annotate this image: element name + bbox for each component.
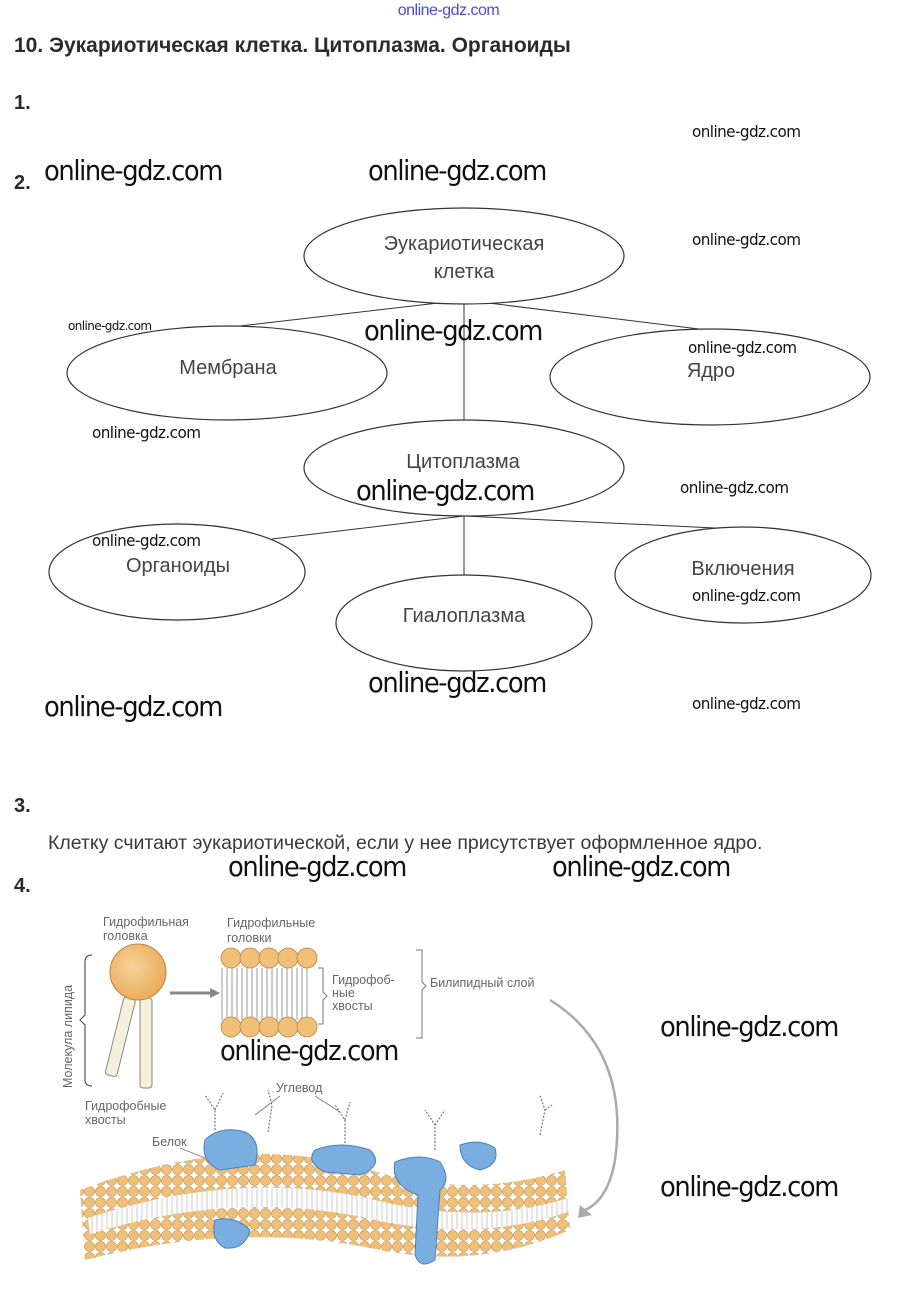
- node-root-label-line2: клетка: [434, 261, 495, 283]
- node-root-label-line1: Эукариотическая: [384, 233, 545, 255]
- protein-2: [311, 1144, 377, 1176]
- node-nucleus-label: Ядро: [687, 360, 735, 382]
- watermark: online-gdz.com: [92, 531, 201, 550]
- node-cytoplasm-label: Цитоплазма: [406, 451, 520, 473]
- watermark: online-gdz.com: [692, 230, 801, 249]
- watermark: online-gdz.com: [368, 154, 547, 187]
- label-protein: Белок: [152, 1135, 187, 1149]
- protein-1-bottom: [213, 1218, 251, 1249]
- mini-bilayer: [220, 947, 318, 1038]
- watermark: online-gdz.com: [68, 319, 152, 333]
- watermark: online-gdz.com: [660, 1170, 839, 1203]
- watermark: online-gdz.com: [92, 423, 201, 442]
- page-title: 10. Эукариотическая клетка. Цитоплазма. …: [14, 34, 571, 57]
- question-number-4: 4.: [14, 875, 31, 897]
- tails-bracket: [318, 967, 328, 1025]
- watermark: online-gdz.com: [228, 850, 407, 883]
- watermark: online-gdz.com: [552, 850, 731, 883]
- label-pointer-lines: [179, 1095, 341, 1159]
- single-lipid-molecule: [104, 943, 167, 1089]
- label-hydrophobic-tails-3: хвосты: [332, 999, 373, 1013]
- question-number-2: 2.: [14, 172, 31, 194]
- node-inclusions-ellipse: [614, 526, 872, 624]
- question-number-1: 1.: [14, 92, 31, 114]
- node-root-ellipse: [303, 207, 625, 305]
- node-organoids-label: Органоиды: [126, 555, 230, 577]
- node-organoids-ellipse: [48, 523, 306, 621]
- watermark: online-gdz.com: [368, 666, 547, 699]
- node-hyaloplasm-label: Гиалоплазма: [403, 605, 526, 627]
- membrane-bilayer: [80, 1154, 570, 1260]
- site-watermark-link[interactable]: online-gdz.com: [397, 2, 500, 19]
- arrow-icon: [170, 988, 220, 998]
- watermark: online-gdz.com: [692, 586, 801, 605]
- label-hydrophilic-heads-2: головки: [227, 931, 271, 945]
- label-bilipid-layer: Билипидный слой: [430, 976, 534, 990]
- label-lipid-molecule: Молекула липида: [61, 985, 75, 1088]
- watermark: online-gdz.com: [44, 154, 223, 187]
- curved-arrow-icon: [549, 998, 619, 1212]
- answer-3-text: Клетку считают эукариотической, если у н…: [48, 832, 763, 854]
- carbohydrate-chains: [204, 1089, 553, 1150]
- protein-1: [203, 1129, 258, 1171]
- connector-cytoplasm-organoids: [271, 515, 465, 540]
- label-hydrophilic-head-1: Гидрофильная: [103, 915, 189, 929]
- watermark: online-gdz.com: [220, 1034, 399, 1067]
- membrane-structure-figure: Гидрофильная головка Гидрофильные головк…: [61, 915, 619, 1265]
- watermark: online-gdz.com: [692, 694, 801, 713]
- node-hyaloplasm-ellipse: [335, 574, 593, 672]
- connector-root-membrane: [239, 299, 465, 327]
- label-hydrophobic-tails-single-2: хвосты: [85, 1113, 126, 1127]
- label-carbohydrate: Углевод: [276, 1081, 323, 1095]
- node-membrane-label: Мембрана: [179, 357, 277, 379]
- node-cytoplasm-ellipse: [303, 419, 625, 517]
- label-hydrophobic-tails-single-1: Гидрофобные: [85, 1099, 167, 1113]
- watermark: online-gdz.com: [44, 690, 223, 723]
- label-hydrophilic-heads-1: Гидрофильные: [227, 916, 315, 930]
- label-hydrophobic-tails-1: Гидрофоб-: [332, 973, 395, 987]
- membrane-proteins: [203, 1129, 497, 1265]
- watermark: online-gdz.com: [364, 314, 543, 347]
- connector-root-nucleus: [463, 299, 716, 332]
- bilayer-bracket: [416, 949, 427, 1039]
- watermark: online-gdz.com: [680, 478, 789, 497]
- protein-4: [459, 1141, 497, 1171]
- watermark: online-gdz.com: [356, 474, 535, 507]
- question-number-3: 3.: [14, 795, 31, 817]
- node-membrane-ellipse: [66, 325, 388, 421]
- node-inclusions-label: Включения: [691, 558, 794, 580]
- watermark: online-gdz.com: [692, 122, 801, 141]
- lipid-molecule-bracket: [79, 954, 93, 1087]
- label-hydrophilic-head-2: головка: [103, 929, 148, 943]
- watermark: online-gdz.com: [688, 338, 797, 357]
- connector-cytoplasm-inclusions: [463, 515, 716, 529]
- cell-structure-diagram: Эукариотическая клетка Мембрана Цитоплаз…: [48, 207, 872, 672]
- node-nucleus-ellipse: [549, 328, 871, 426]
- watermark: online-gdz.com: [660, 1010, 839, 1043]
- label-hydrophobic-tails-2: ные: [332, 986, 355, 1000]
- protein-3-transmembrane: [393, 1156, 447, 1265]
